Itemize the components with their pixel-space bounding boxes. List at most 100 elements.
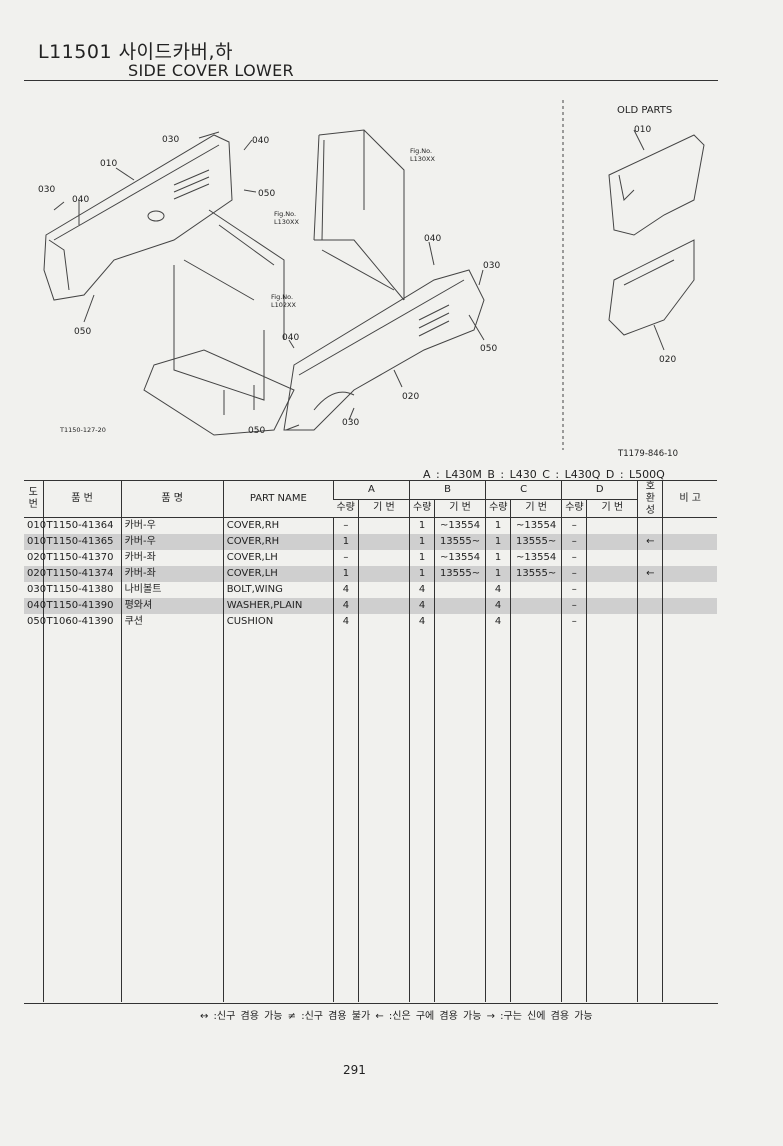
part-name-ko-cell: 평와셔 [120,598,224,614]
roll-frame-drawing [143,129,405,436]
qty-b-cell: 4 [408,614,435,630]
callout-050: 050 [258,189,275,199]
callout-010: 010 [100,159,117,169]
serial-c-cell: ~13554 [510,550,562,566]
fig-ref-number: L130XX [274,218,299,226]
serial-b-cell [434,614,486,630]
ref-no-cell: 020 [27,552,47,563]
serial-b-cell: 13555~ [434,566,486,582]
serial-b-cell [434,582,486,598]
qty-c-cell: 1 [485,550,511,566]
fig-ref-number: L102XX [271,301,296,309]
interchange-cell [637,550,663,566]
qty-a-cell: 4 [332,598,359,614]
table-row: 010 T1150-41364 카버-우 COVER,RH – 1 ~13554… [24,517,717,534]
qty-b-cell: 4 [408,598,435,614]
left-side-cover-drawing [43,134,233,301]
serial-a-cell [357,517,410,534]
interchange-cell [637,614,663,630]
serial-c-cell: 13555~ [510,566,562,582]
callout-old-020: 020 [659,355,676,365]
serial-a-cell [357,534,410,550]
right-side-cover-drawing [283,269,485,431]
serial-b-cell: ~13554 [434,517,486,534]
part-name-en-cell: COVER,RH [222,517,334,534]
drawing-code: T1150-127-20 [59,426,106,434]
header-part-name-ko: 품 명 [120,480,224,518]
serial-d-cell [586,517,638,534]
qty-d-cell: – [561,614,587,630]
callout-040: 040 [72,195,89,205]
qty-b-cell: 1 [408,534,435,550]
ref-no-cell: 020 [24,566,46,582]
footer-divider [24,1003,718,1004]
qty-d-cell: – [561,582,587,598]
model-legend: A : L430M B : L430 C : L430Q D : L500Q [423,468,665,481]
interchange-cell: ← [637,534,663,550]
callout-040: 040 [424,234,441,244]
part-no-cell: T1150-41390 [42,598,122,614]
interchange-cell [637,517,663,534]
interchangeability-legend: ↔ :신구 겸용 가능 ≠ :신구 겸용 불가 ← :신은 구에 겸용 가능 →… [200,1011,593,1022]
ref-no-cell: 040 [24,598,46,614]
serial-d-cell [586,550,638,566]
exploded-parts-diagram: 030 040 010 030 040 050 050 040 030 050 … [38,100,705,459]
qty-d-cell: – [561,566,587,582]
header-model-a: A [332,480,410,500]
old-parts-title: OLD PARTS [617,105,672,116]
part-name-en-cell: COVER,LH [222,550,334,566]
qty-c-cell: 1 [485,517,511,534]
remarks-cell [662,550,717,566]
ref-no-cell: 010 [24,534,46,550]
qty-b-cell: 4 [408,582,435,598]
header-serial: 기 번 [434,499,486,518]
header-serial: 기 번 [357,499,410,518]
callout-030: 030 [483,261,500,271]
part-name-ko-cell: 카버-좌 [120,550,224,566]
remarks-cell [662,598,717,614]
serial-c-cell [510,582,562,598]
callout-040: 040 [252,136,269,146]
page-title-english: SIDE COVER LOWER [128,61,294,80]
callout-old-010: 010 [634,125,651,135]
callout-050: 050 [74,327,91,337]
part-no-cell: T1150-41370 [42,550,122,566]
qty-a-cell: 4 [332,614,359,630]
header-model-c: C [485,480,562,500]
part-name-ko-cell: 쿠션 [120,614,224,630]
qty-c-cell: 1 [485,566,511,582]
qty-a-cell: – [332,550,359,566]
qty-d-cell: – [561,517,587,534]
remarks-cell [662,566,717,582]
callout-030: 030 [38,185,55,195]
fig-ref-label: Fig.No. [410,147,432,155]
interchange-cell: ← [637,566,663,582]
serial-c-cell [510,614,562,630]
header-remarks: 비 고 [662,480,717,518]
qty-a-cell: – [332,517,359,534]
fig-ref-number: L130XX [410,155,435,163]
header-qty: 수량 [485,499,511,518]
callout-050: 050 [248,426,265,436]
part-no-cell: T1060-41390 [42,614,122,630]
old-parts-drawing [608,134,705,336]
part-no-cell: T1150-41380 [42,582,122,598]
serial-c-cell: 13555~ [510,534,562,550]
interchange-cell [637,598,663,614]
header-qty: 수량 [561,499,587,518]
serial-d-cell [586,598,638,614]
qty-c-cell: 4 [485,582,511,598]
header-ref-no: 도번 [24,480,44,518]
qty-b-cell: 1 [408,550,435,566]
header-serial: 기 번 [510,499,562,518]
callout-020: 020 [402,392,419,402]
serial-c-cell: ~13554 [510,517,562,534]
header-part-no: 품 번 [42,480,122,518]
qty-c-cell: 4 [485,598,511,614]
serial-c-cell [510,598,562,614]
remarks-cell [662,614,717,630]
page-title-korean: L11501 사이드카버,하 [38,41,233,63]
header-model-b: B [408,480,486,500]
serial-d-cell [586,614,638,630]
table-empty-space [24,630,717,1002]
